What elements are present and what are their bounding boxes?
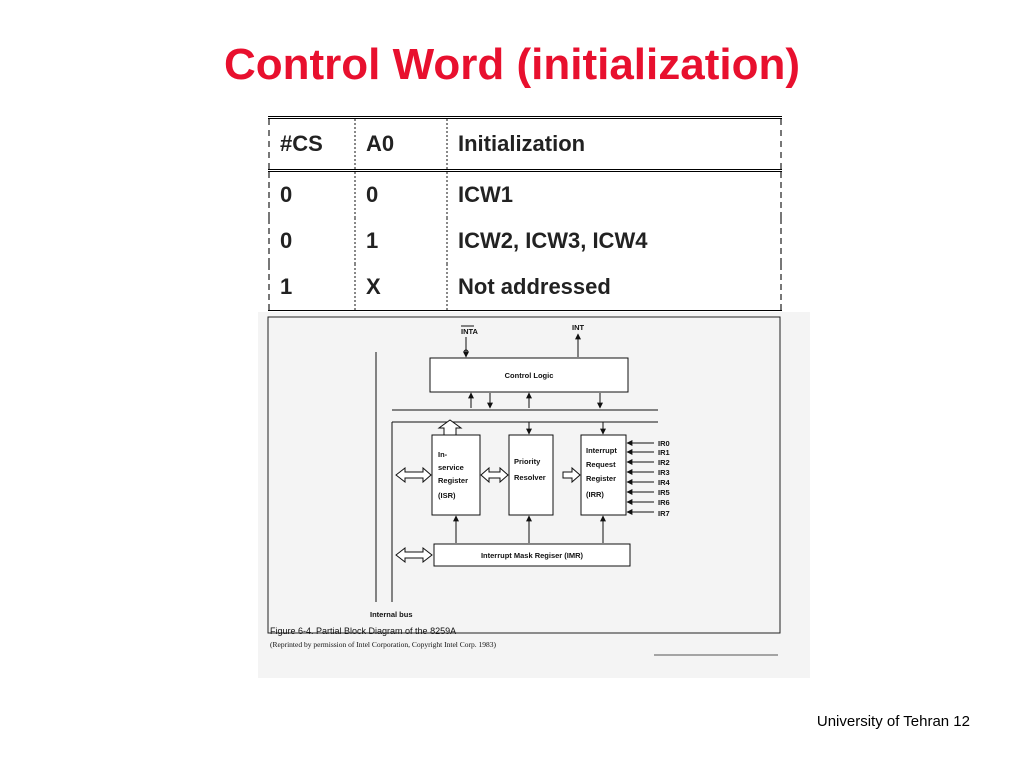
isr-box [431,434,481,516]
cell-cs: 0 [269,218,356,264]
header-cs: #CS [269,117,356,172]
cell-cs: 1 [269,264,356,312]
isr-bus-arrow [437,419,463,436]
ir3-label: IR3 [658,468,670,477]
imr-bus-arrow [395,546,433,564]
header-initialization: Initialization [447,117,781,172]
cell-initialization: ICW2, ICW3, ICW4 [458,228,648,253]
table-row: 0 0 ICW1 [269,170,781,218]
block-diagram-svg: INTA INT Control Logic In- service Regis… [267,316,781,656]
ir2-label: IR2 [658,458,670,467]
imr-box [433,543,631,567]
ir5-label: IR5 [658,488,670,497]
int-label: INT [572,323,585,332]
inta-bubble [463,349,469,355]
isr-priority-arrow [480,466,509,484]
irr-label-1: Interrupt [586,446,617,455]
slide-title: Control Word (initialization) [224,40,800,89]
irr-label-2: Request [586,460,616,469]
inta-label: INTA [461,327,479,336]
table-header-row: #CS A0 Initialization [269,117,781,172]
isr-label-1: In- [438,450,448,459]
figure-frame [267,316,781,634]
imr-label: Interrupt Mask Regiser (IMR) [481,551,584,560]
initialization-table: #CS A0 Initialization 0 0 ICW1 0 1 ICW2,… [268,116,782,313]
ir6-label: IR6 [658,498,670,507]
irr-label-3: Register [586,474,616,483]
footer-text: University of Tehran 12 [816,713,970,730]
cell-a0: X [355,264,448,312]
priority-label-2: Resolver [514,473,546,482]
block-diagram-figure: INTA INT Control Logic In- service Regis… [258,312,810,678]
table-row: 0 1 ICW2, ICW3, ICW4 [269,218,781,264]
ir-inputs: IR0 IR1 IR2 IR3 IR4 IR5 IR6 IR7 [626,439,671,518]
table-row: 1 X Not addressed [269,264,781,312]
figure-caption-sub: (Reprinted by permission of Intel Corpor… [270,640,497,649]
priority-resolver-box [508,434,554,516]
control-logic-label: Control Logic [505,371,554,380]
irr-priority-arrow [562,466,581,484]
isr-bus-side-arrow [395,466,432,484]
cell-initialization: Not addressed [458,274,611,299]
priority-label-1: Priority [514,457,541,466]
ir1-label: IR1 [658,448,670,457]
isr-label-2: service [438,463,464,472]
isr-label-4: (ISR) [438,491,456,500]
irr-box [580,434,627,516]
ir7-label: IR7 [658,509,670,518]
cell-cs: 0 [269,170,356,218]
cell-a0: 0 [355,170,448,218]
header-a0: A0 [355,117,448,172]
control-logic-box [429,357,629,393]
cell-a0: 1 [355,218,448,264]
isr-label-3: Register [438,476,468,485]
ir0-label: IR0 [658,439,670,448]
figure-caption: Figure 6-4. Partial Block Diagram of the… [270,626,456,636]
cell-initialization: ICW1 [458,182,513,207]
irr-label-4: (IRR) [586,490,604,499]
ir4-label: IR4 [658,478,671,487]
internal-bus-label: Internal bus [370,610,413,619]
